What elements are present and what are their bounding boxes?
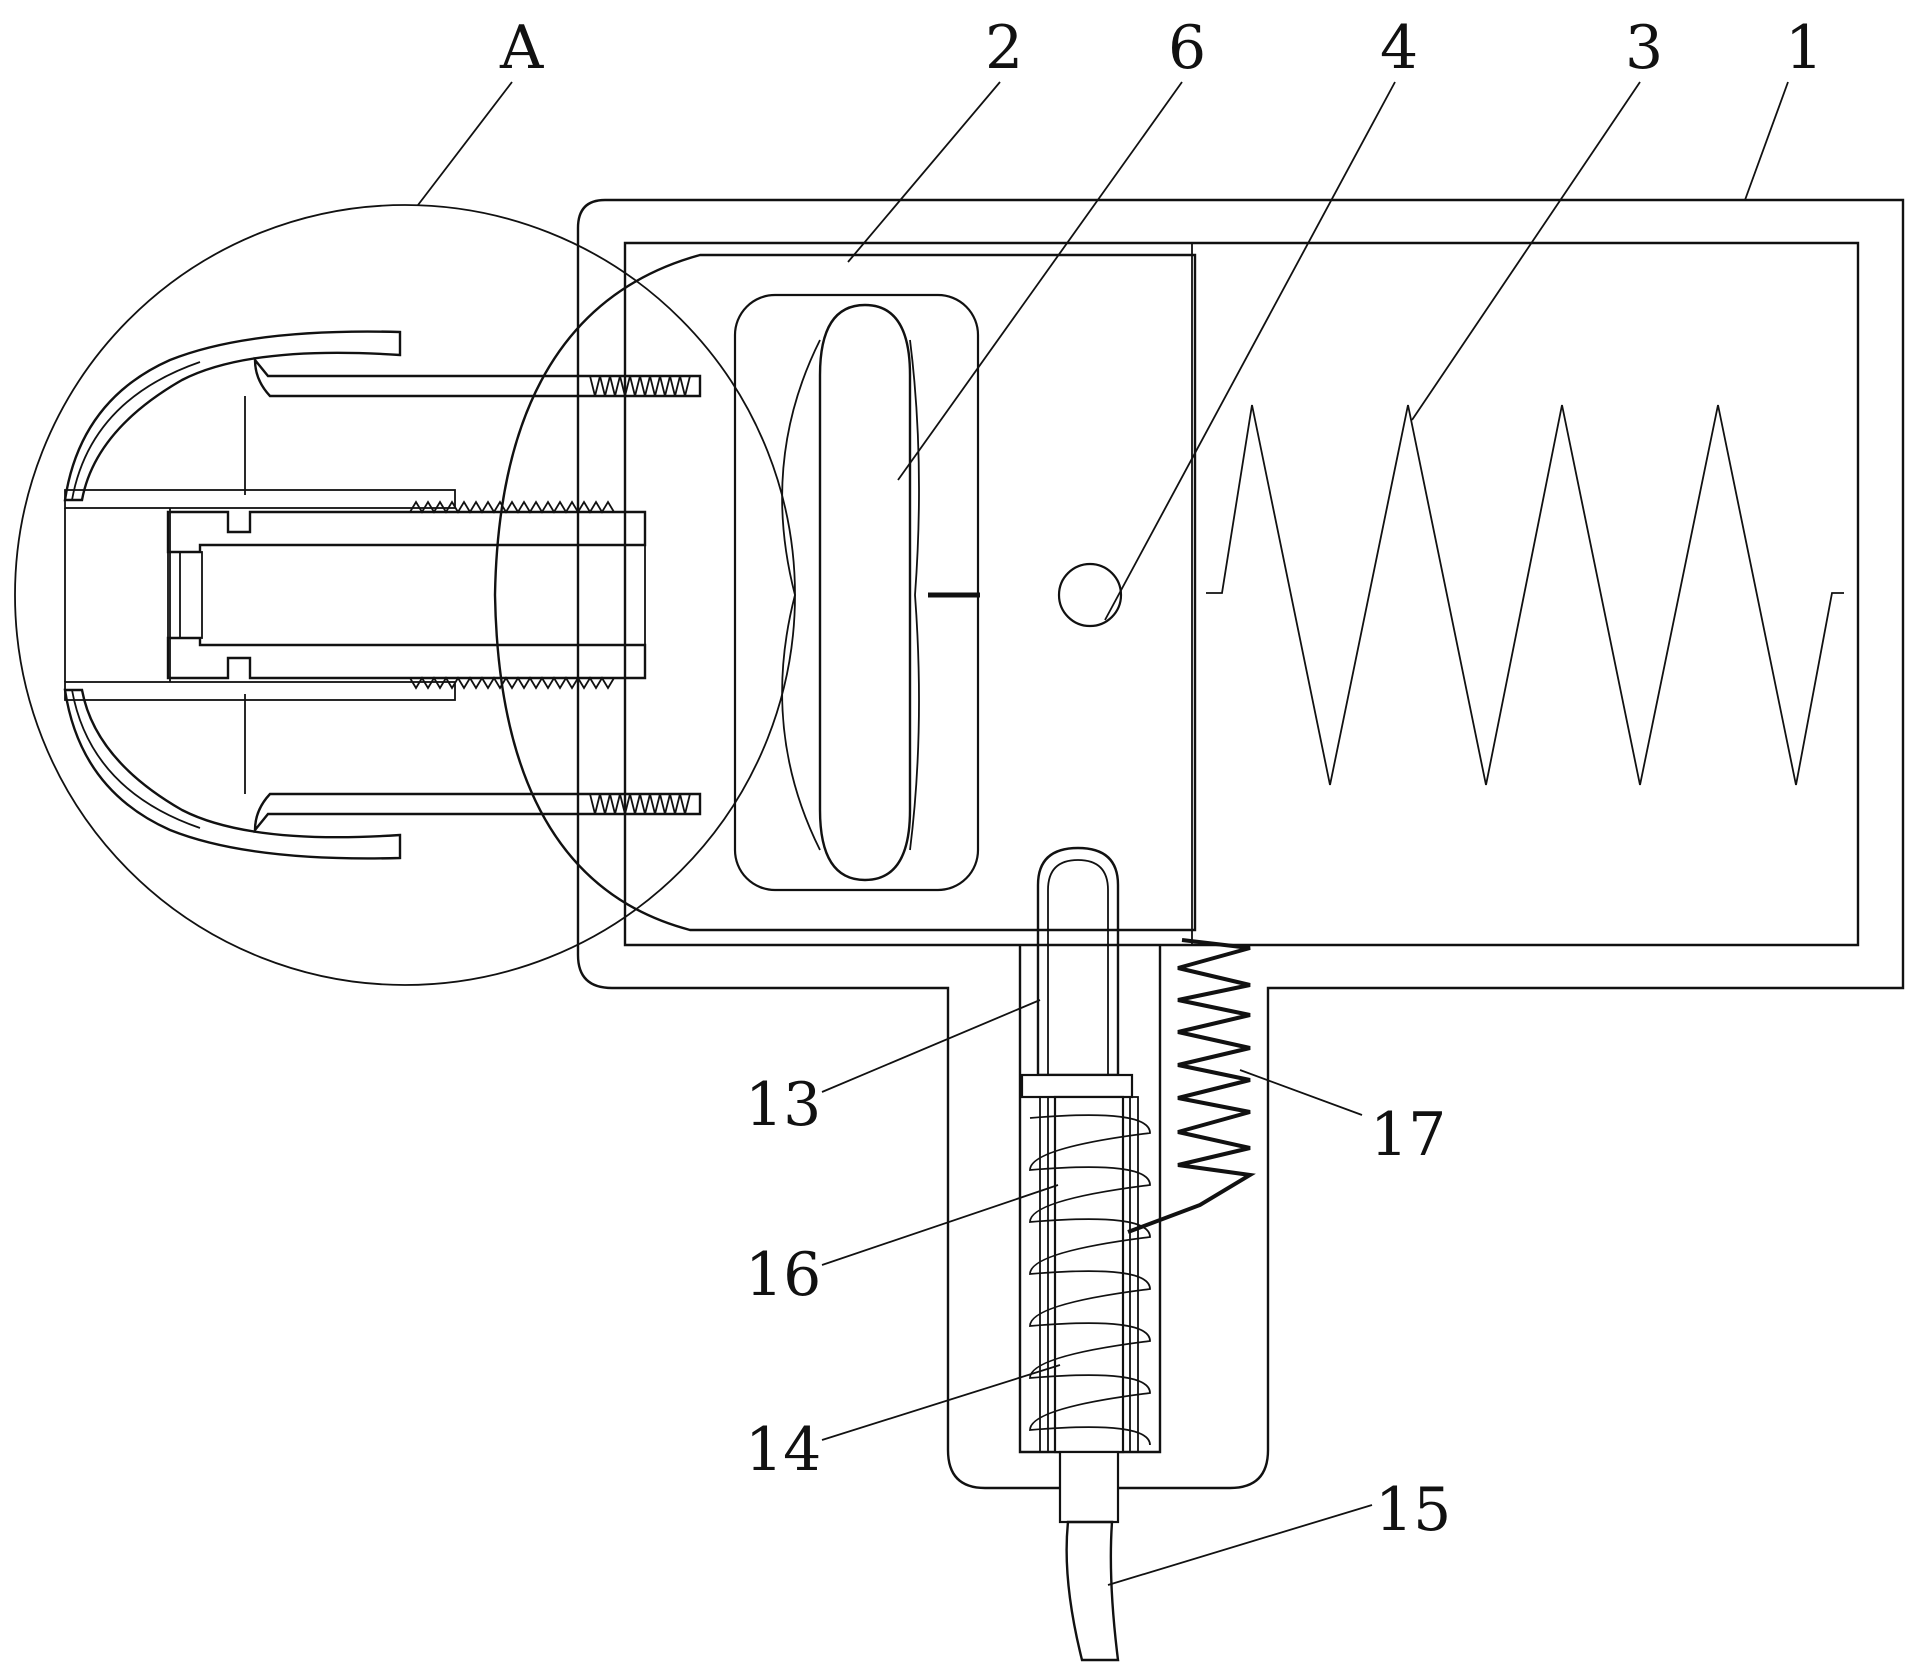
label-1: 1 — [1785, 13, 1823, 83]
nozzle-assembly — [15, 205, 795, 985]
label-3: 3 — [1625, 13, 1663, 83]
label-6: 6 — [1168, 13, 1206, 83]
label-15: 15 — [1375, 1475, 1451, 1545]
label-14: 14 — [745, 1415, 821, 1485]
heating-coil-3 — [1206, 405, 1844, 785]
label-2: 2 — [985, 13, 1023, 83]
label-13: 13 — [745, 1070, 821, 1140]
cable-15 — [1067, 1522, 1118, 1660]
plunger-13 — [1038, 848, 1118, 1075]
label-4: 4 — [1380, 13, 1418, 83]
rotating-block-2 — [495, 255, 1195, 930]
label-17: 17 — [1370, 1100, 1446, 1170]
spring-17 — [1128, 940, 1250, 1232]
label-16: 16 — [745, 1240, 821, 1310]
detail-circle-A — [15, 205, 795, 985]
label-A: A — [499, 13, 544, 83]
plunger-assembly — [1022, 848, 1250, 1660]
pivot-ball-4 — [1059, 564, 1121, 626]
heating-chamber — [1192, 243, 1858, 945]
